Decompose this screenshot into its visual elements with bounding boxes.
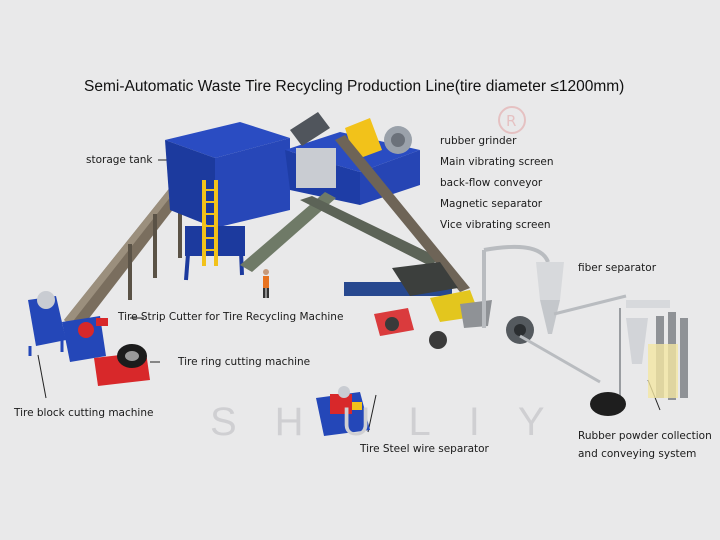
label-tire-ring-cutting-machine: Tire ring cutting machine [178,356,311,368]
storage-tank [165,122,290,281]
magnetic-separator [344,262,492,349]
tire-ring-cutting-machine [94,344,150,386]
back-flow-conveyor [240,135,470,292]
worker-figure [263,269,269,298]
label-rubber-powder-line2: and conveying system [578,448,697,460]
label-tire-steel-wire-separator: Tire Steel wire separator [360,443,489,455]
tire-strip-cutter [62,316,108,362]
label-main-vibrating-screen: Main vibrating screen [440,156,554,168]
fiber-separator [482,244,601,384]
label-back-flow-conveyor: back-flow conveyor [440,177,543,189]
label-fiber-separator: fiber separator [578,262,657,274]
watermark-text: SHULIY [210,400,583,444]
label-rubber-grinder: rubber grinder [440,135,517,147]
tire-block-cutting-machine [28,291,66,356]
registered-mark-icon: R [498,106,526,134]
label-magnetic-separator: Magnetic separator [440,198,543,210]
label-storage-tank: storage tank [86,154,153,166]
tire-steel-wire-separator [316,386,370,436]
rubber-powder-collection [553,294,688,416]
label-rubber-powder-line1: Rubber powder collection [578,430,712,442]
label-vice-vibrating-screen: Vice vibrating screen [440,219,551,231]
svg-text:R: R [506,112,516,130]
label-tire-block-cutting-machine: Tire block cutting machine [14,407,154,419]
diagram-title: Semi-Automatic Waste Tire Recycling Prod… [84,78,625,95]
label-tire-strip-cutter: Tire Strip Cutter for Tire Recycling Mac… [118,311,344,323]
